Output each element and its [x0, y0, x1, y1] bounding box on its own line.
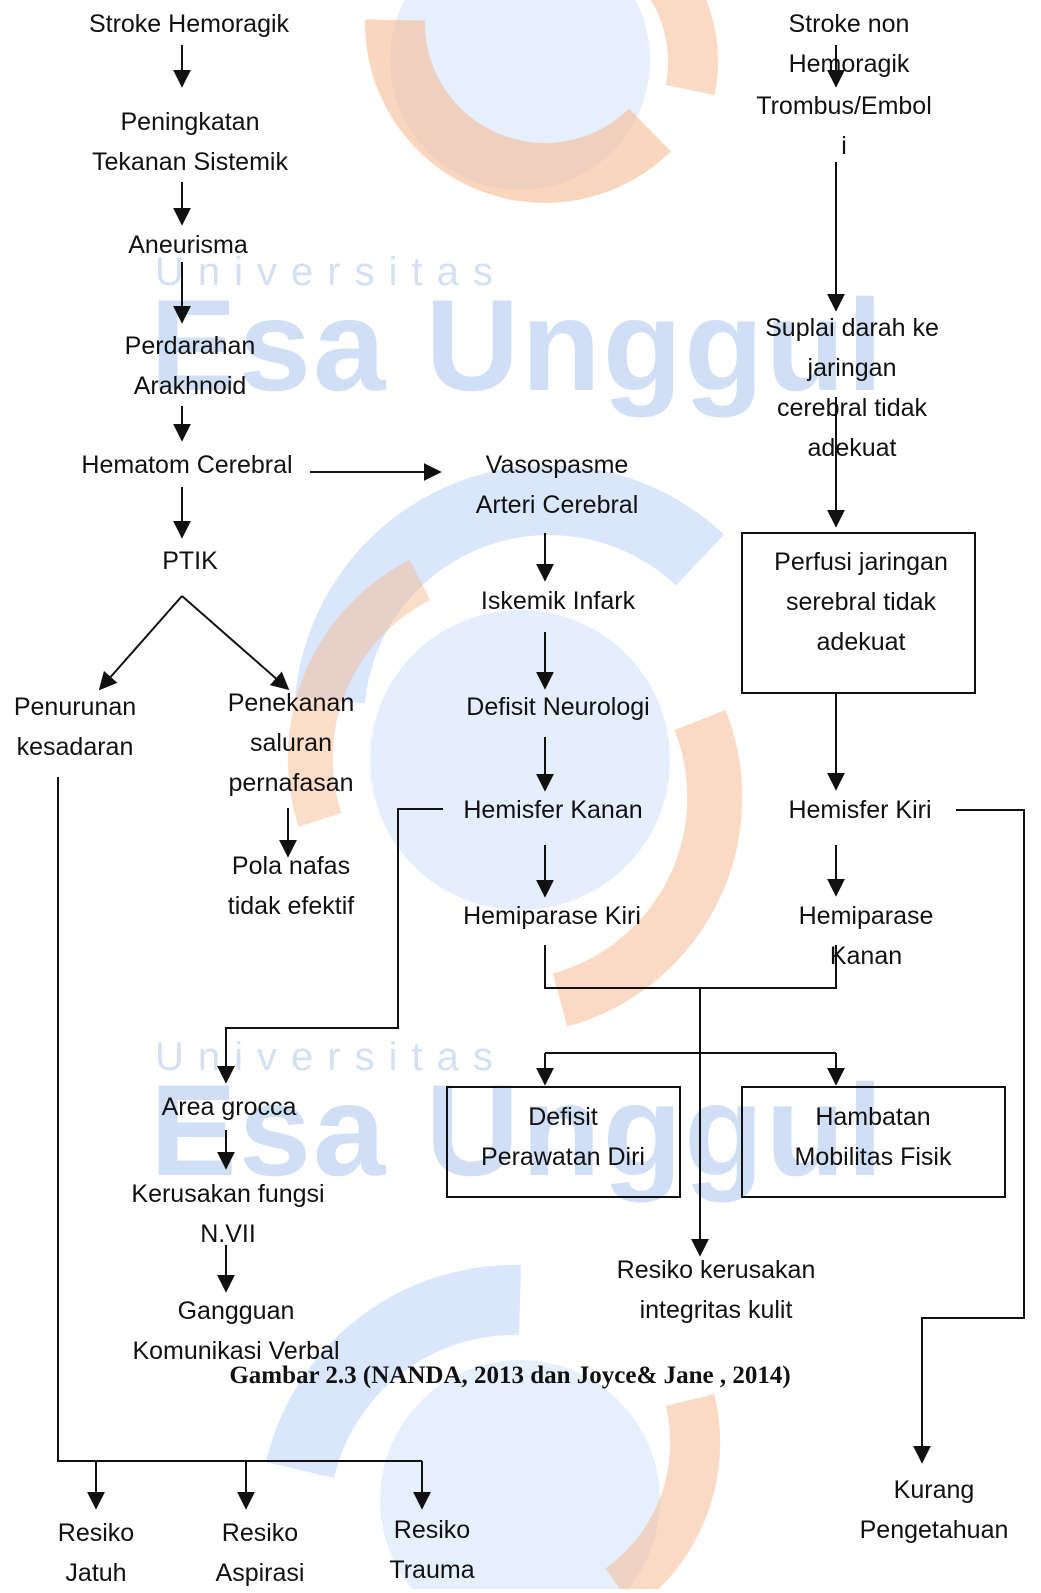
figure-caption: Gambar 2.3 (NANDA, 2013 dan Joyce& Jane …: [229, 1362, 791, 1389]
node-pola-nafas: Pola nafas tidak efektif: [227, 852, 355, 920]
node-vasospasme: Vasospasme Arteri Cerebral: [475, 451, 639, 519]
node-perfusi-jaringan: Perfusi jaringan serebral tidak adekuat: [774, 548, 948, 656]
node-trombus-emboli: Trombus/Embol i: [756, 92, 932, 160]
watermark-universitas-1: Universitas: [155, 250, 507, 294]
perfusi-box: [741, 532, 976, 694]
node-hemisfer-kanan: Hemisfer Kanan: [463, 796, 643, 824]
node-resiko-trauma: Resiko Trauma: [389, 1516, 475, 1584]
node-resiko-aspirasi: Resiko Aspirasi: [215, 1519, 305, 1587]
node-suplai-darah: Suplai darah ke jaringan cerebral tidak …: [765, 314, 939, 462]
watermark-brand-1: Esa Unggul: [150, 272, 886, 418]
node-kerusakan-fungsi: Kerusakan fungsi N.VII: [131, 1180, 325, 1248]
node-defisit-neurologi: Defisit Neurologi: [466, 693, 650, 721]
node-hemiparase-kanan: Hemiparase Kanan: [798, 902, 934, 970]
node-hematom-cerebral: Hematom Cerebral: [81, 451, 293, 479]
node-peningkatan-tekanan: Peningkatan Tekanan Sistemik: [92, 108, 288, 176]
node-area-grocca: Area grocca: [161, 1093, 297, 1121]
node-resiko-kerusakan-kulit: Resiko kerusakan integritas kulit: [616, 1256, 816, 1324]
watermark-brand-2: Esa Unggul: [150, 1057, 886, 1203]
node-aneurisma: Aneurisma: [128, 231, 248, 259]
hambatan-box: [741, 1086, 1006, 1198]
node-ptik: PTIK: [162, 547, 218, 575]
node-resiko-jatuh: Resiko Jatuh: [57, 1519, 135, 1587]
node-hemiparase-kiri: Hemiparase Kiri: [463, 902, 641, 930]
node-penurunan-kesadaran: Penurunan kesadaran: [13, 693, 137, 761]
node-stroke-hemoragik: Stroke Hemoragik: [88, 10, 290, 38]
node-defisit-perawatan: Defisit Perawatan Diri: [481, 1103, 645, 1171]
node-hemisfer-kiri: Hemisfer Kiri: [788, 796, 932, 824]
defisit-perawatan-box: [446, 1086, 681, 1198]
node-iskemik-infark: Iskemik Infark: [480, 587, 636, 615]
watermark-universitas-2: Universitas: [155, 1035, 507, 1079]
node-perdarahan: Perdarahan Arakhnoid: [124, 332, 256, 400]
node-hambatan-mobilitas: Hambatan Mobilitas Fisik: [794, 1103, 952, 1171]
node-penekanan-saluran: Penekanan saluran pernafasan: [227, 689, 355, 797]
node-stroke-non-hemoragik: Stroke non Hemoragik: [788, 10, 910, 78]
node-gangguan-komunikasi: Gangguan Komunikasi Verbal: [132, 1297, 340, 1365]
node-kurang-pengetahuan: Kurang Pengetahuan: [859, 1476, 1009, 1544]
